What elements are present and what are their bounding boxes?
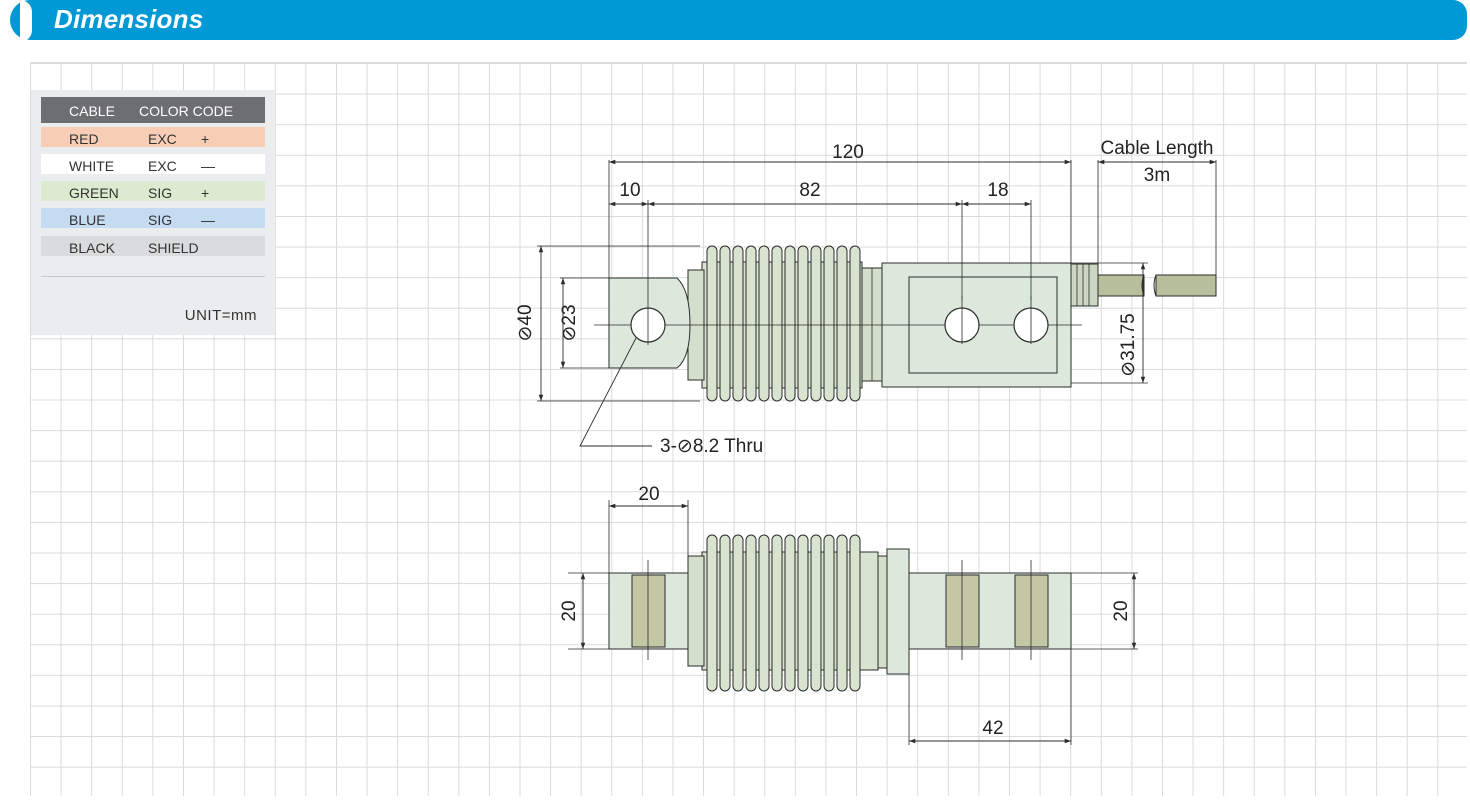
legend-divider [41, 276, 265, 277]
legend-cable: WHITE [69, 158, 115, 174]
page-title: Dimensions [54, 4, 204, 34]
side-insert-center [945, 574, 980, 648]
legend-code: SIG [148, 212, 173, 228]
dim-10: 10 [619, 180, 640, 201]
legend-sign: — [201, 158, 215, 174]
side-view: 20 20 20 42 [559, 484, 1138, 745]
legend-row-green: GREEN SIG + [41, 181, 265, 201]
bellows-ridges [706, 245, 861, 402]
dim-dia40: ⊘40 [515, 304, 536, 341]
holes-callout: 3-⊘8.2 Thru [660, 436, 763, 457]
dim-82: 82 [799, 180, 820, 201]
hole-leader [579, 337, 652, 447]
dim-side-height-right: 20 [1111, 600, 1132, 621]
cable-length-value: 3m [1144, 165, 1170, 186]
legend-sign: — [201, 212, 215, 228]
cable-gland [1070, 263, 1099, 307]
side-flange [886, 548, 910, 675]
cable-length-label: Cable Length [1100, 138, 1213, 159]
dim-side-width: 20 [638, 484, 659, 505]
legend-sign: + [201, 131, 210, 147]
legend-cable: BLACK [69, 240, 115, 256]
cable-color-legend: CABLE COLOR CODE RED EXC + WHITE EXC — G… [31, 90, 275, 335]
legend-row-white: WHITE EXC — [41, 154, 265, 174]
header: Dimensions [0, 0, 1470, 42]
cable-end [1155, 274, 1217, 297]
legend-code: SHIELD [148, 240, 199, 256]
dim-120: 120 [832, 142, 864, 163]
dim-side-bottom: 42 [982, 718, 1003, 739]
legend-header: CABLE COLOR CODE [41, 97, 265, 123]
legend-code: EXC [148, 131, 177, 147]
legend-col-color-code: COLOR CODE [139, 103, 234, 119]
legend-col-cable: CABLE [69, 103, 115, 119]
cable [1097, 274, 1145, 297]
unit-label: UNIT=mm [184, 307, 257, 324]
legend-row-red: RED EXC + [41, 127, 265, 147]
top-view: 120 10 82 18 Cable Length 3m ⊘40 ⊘23 ⊘31… [515, 138, 1217, 457]
dim-side-height-left: 20 [559, 600, 580, 621]
legend-row-blue: BLUE SIG — [41, 208, 265, 228]
dim-dia3175: ⊘31.75 [1118, 313, 1139, 376]
legend-code: EXC [148, 158, 177, 174]
legend-code: SIG [148, 185, 173, 201]
legend-cable: RED [69, 131, 99, 147]
legend-sign: + [201, 185, 210, 201]
header-bar [10, 0, 1467, 40]
side-insert-right [1014, 574, 1049, 648]
legend-row-black: BLACK SHIELD [41, 236, 265, 256]
dim-dia23: ⊘23 [559, 304, 580, 341]
legend-cable: BLUE [69, 212, 106, 228]
side-insert-left [631, 574, 666, 648]
legend-cable: GREEN [69, 185, 119, 201]
dim-18: 18 [987, 180, 1008, 201]
side-bellows-ridges [706, 534, 861, 692]
header-gap [20, 0, 32, 42]
